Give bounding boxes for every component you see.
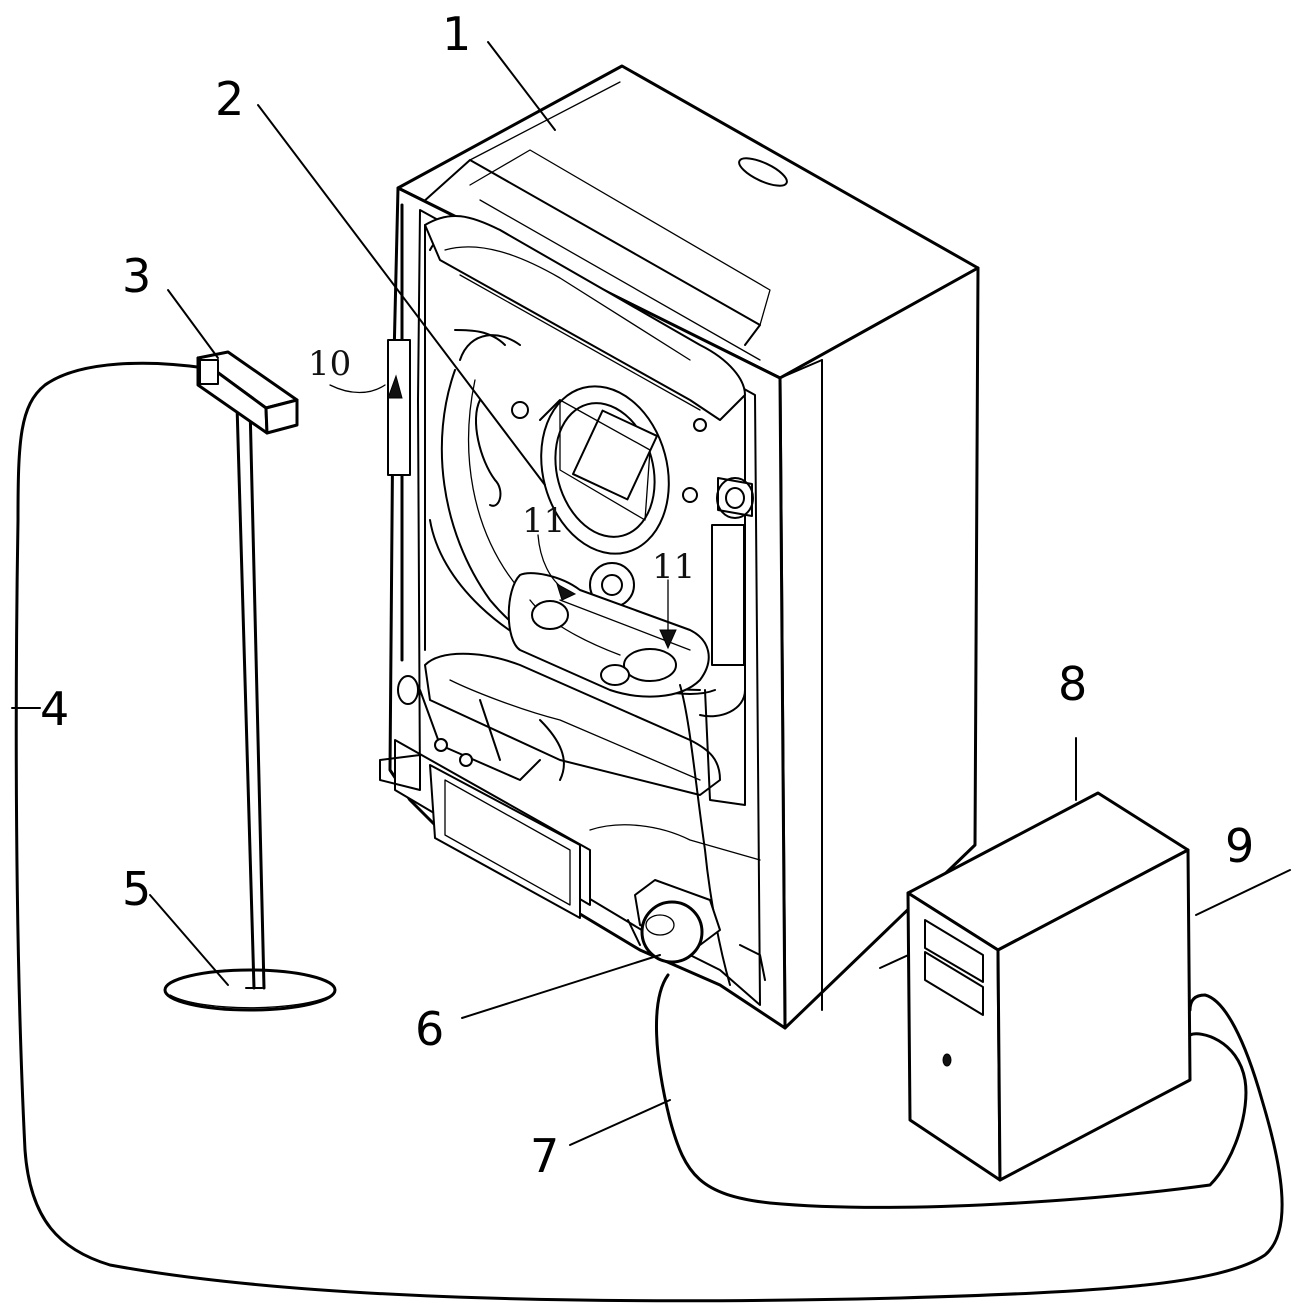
sensor-stand [165, 352, 335, 1010]
label-10: 10 [308, 344, 351, 384]
label-4: 4 [40, 682, 69, 736]
label-2: 2 [215, 72, 244, 126]
label-9: 9 [1225, 819, 1254, 873]
label-5: 5 [122, 862, 151, 916]
label-6: 6 [415, 1002, 444, 1056]
label-3: 3 [122, 249, 151, 303]
label-7: 7 [530, 1129, 559, 1183]
label-8: 8 [1058, 657, 1087, 711]
label-11b: 11 [652, 547, 695, 587]
label-11a: 11 [522, 501, 565, 541]
label-1: 1 [442, 7, 471, 61]
